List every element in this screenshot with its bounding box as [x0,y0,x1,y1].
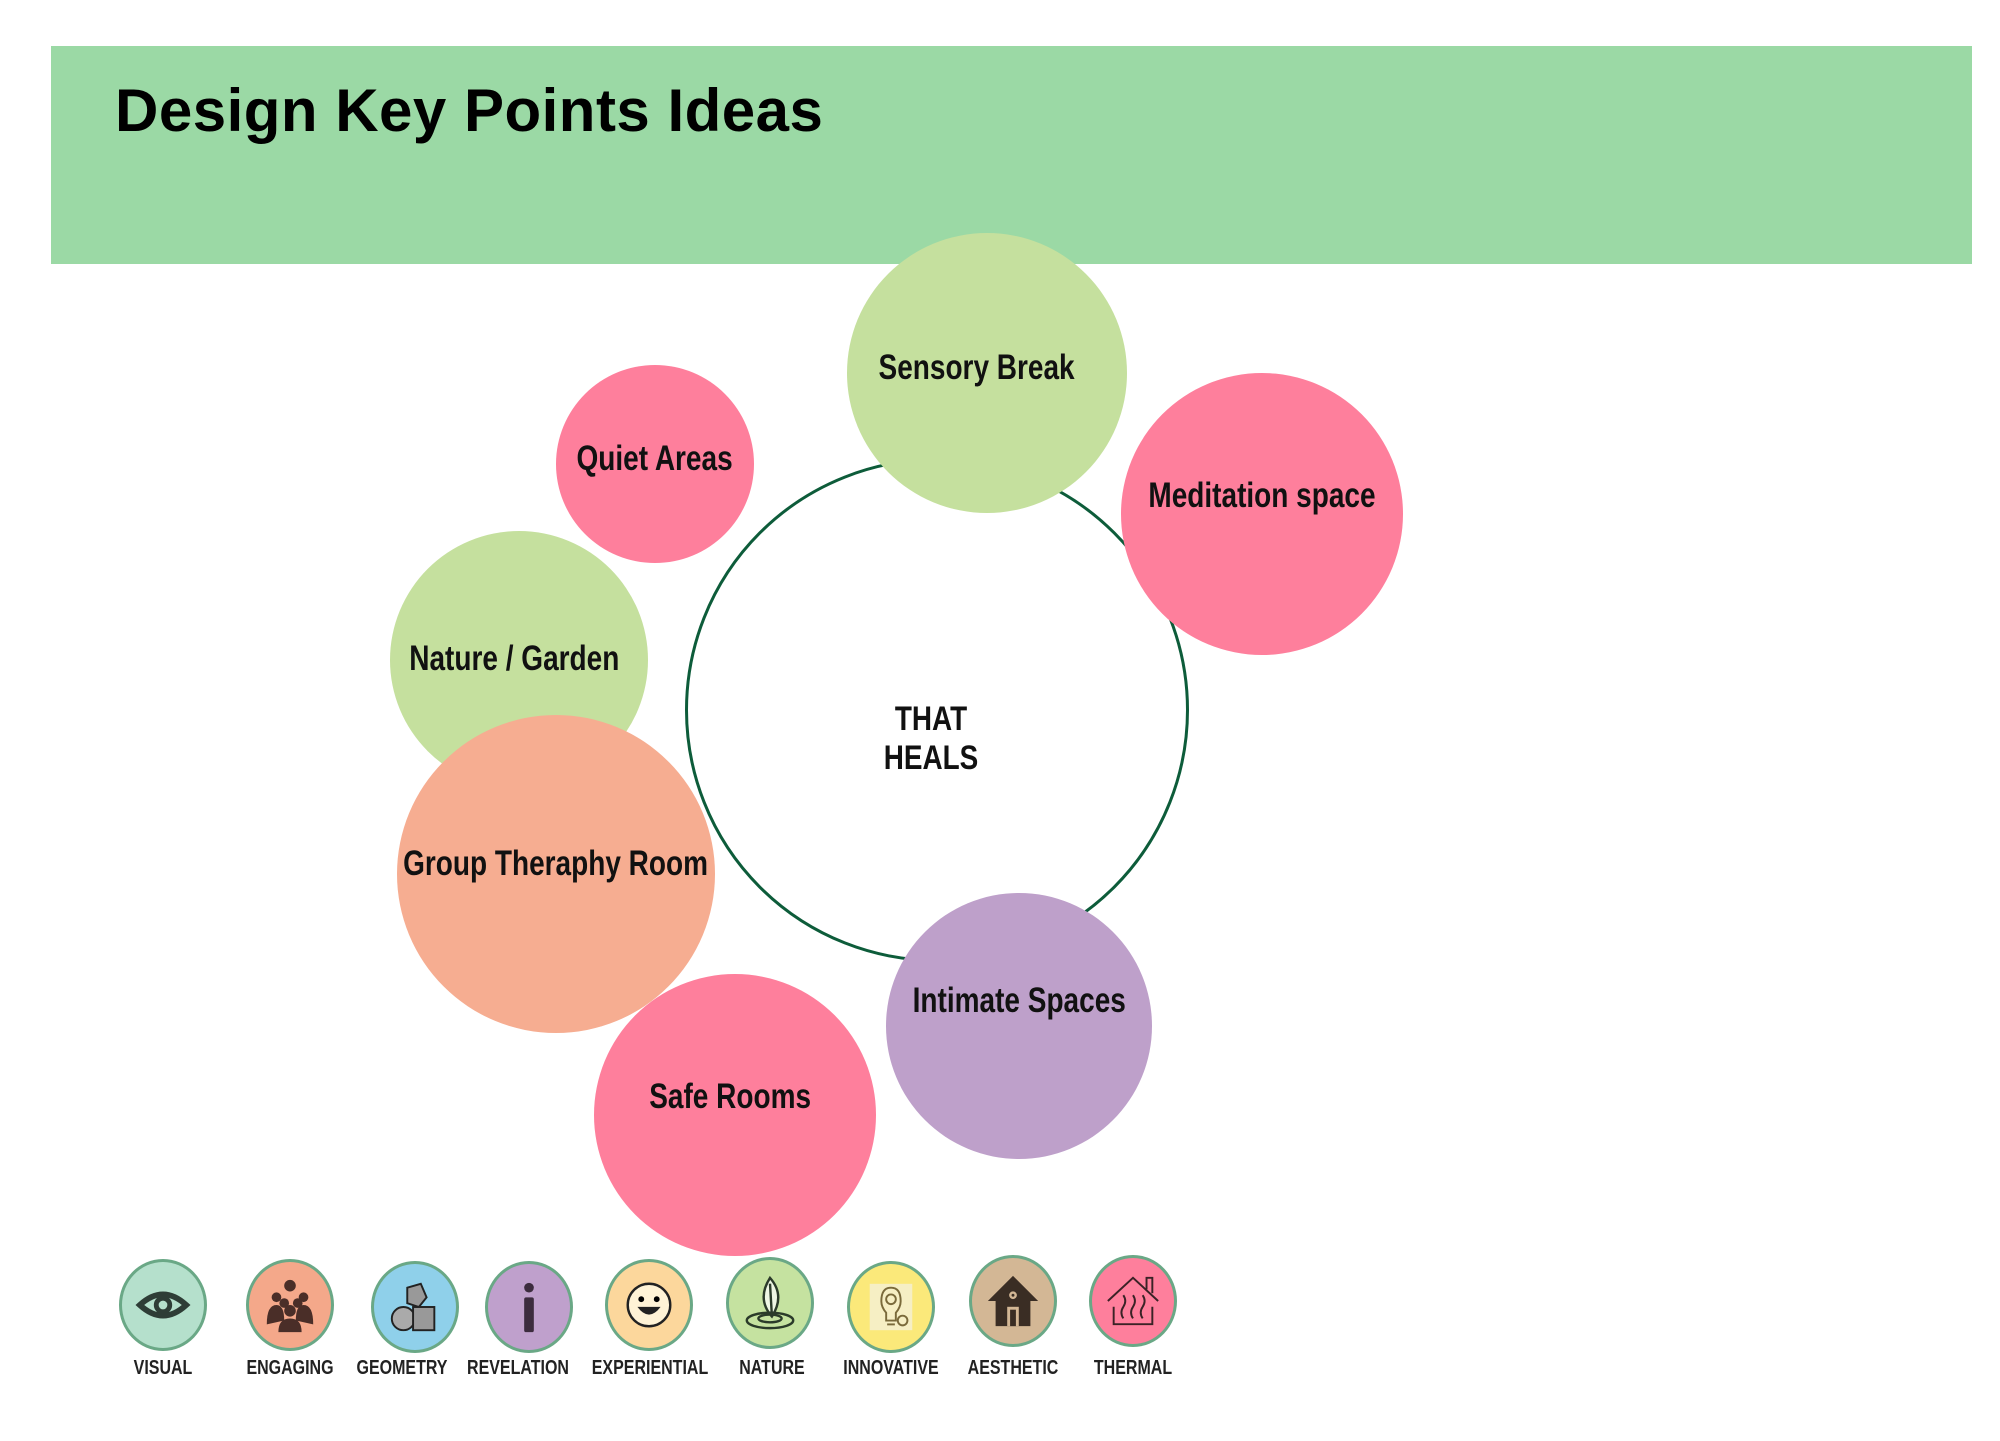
shapes-icon [371,1261,459,1353]
bubble-label: Intimate Spaces [912,981,1126,1020]
house-icon [969,1255,1057,1347]
legend-label: REVELATION [467,1357,569,1379]
bubble-label: Meditation space [1148,476,1376,515]
bubble-label: Safe Rooms [649,1077,811,1116]
center-label: THAT HEALS [883,700,979,777]
legend-label: VISUAL [133,1357,193,1379]
lightbulb-icon [847,1261,935,1353]
info-icon [485,1261,573,1353]
bubble-group-therapy-room: Group Theraphy Room [397,715,715,1033]
bubble-label: Group Theraphy Room [403,844,709,883]
bubble-sensory-break: Sensory Break [847,233,1127,513]
eye-icon [119,1259,207,1351]
legend-label: EXPERIENTIAL [591,1357,709,1379]
legend-label: GEOMETRY [356,1357,448,1379]
legend-label: NATURE [739,1357,805,1379]
legend-label: ENGAGING [246,1357,334,1379]
page-title: Design Key Points Ideas [115,77,824,144]
people-icon [246,1259,334,1351]
bubble-intimate-spaces: Intimate Spaces [886,893,1152,1159]
bubble-safe-rooms: Safe Rooms [594,974,876,1256]
leaf-icon [726,1257,814,1349]
central-ring [685,458,1189,962]
legend-label: THERMAL [1093,1357,1173,1379]
bubble-label: Nature / Garden [408,639,620,678]
legend-label: INNOVATIVE [843,1357,939,1379]
bubble-label: Sensory Break [878,348,1076,387]
heat-house-icon [1089,1255,1177,1347]
legend-label: AESTHETIC [967,1357,1059,1379]
bubble-meditation-space: Meditation space [1121,373,1403,655]
header-banner [51,46,1972,264]
smile-icon [605,1259,693,1351]
bubble-label: Quiet Areas [576,439,734,478]
bubble-quiet-areas: Quiet Areas [556,365,754,563]
